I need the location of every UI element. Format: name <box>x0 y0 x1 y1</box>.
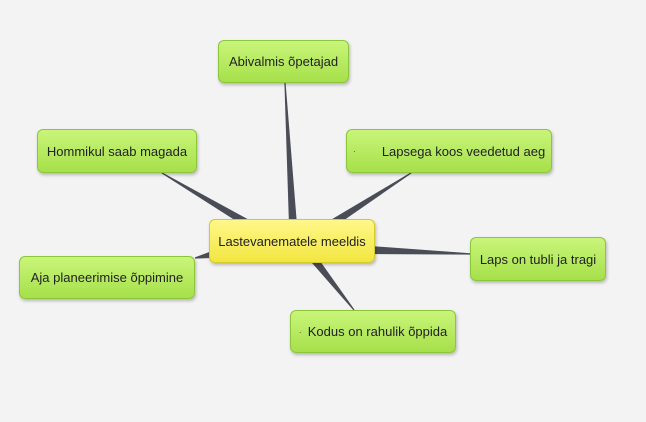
node-lapsega-koos[interactable]: · Lapsega koos veedetud aeg <box>346 129 552 173</box>
node-label: Kodus on rahulik õppida <box>307 324 448 339</box>
node-label: Lapsega koos veedetud aeg <box>381 143 546 159</box>
node-abivalmis-opetajad[interactable]: Abivalmis õpetajad <box>218 40 349 83</box>
connector-line <box>327 172 412 229</box>
connector-line <box>284 82 297 226</box>
center-node[interactable]: Lastevanematele meeldis <box>209 219 375 263</box>
node-aja-planeerimise[interactable]: Aja planeerimise õppimine <box>19 256 195 299</box>
bullet-icon: · <box>298 326 302 337</box>
center-label: Lastevanematele meeldis <box>218 233 366 249</box>
node-kodus-rahulik[interactable]: · Kodus on rahulik õppida <box>290 310 456 353</box>
bullet-icon: · <box>352 146 356 156</box>
connector-line <box>161 172 253 229</box>
node-label: Aja planeerimise õppimine <box>30 270 184 285</box>
node-label: Abivalmis õpetajad <box>228 54 339 69</box>
node-hommikul-saab-magada[interactable]: Hommikul saab magada <box>37 129 197 173</box>
node-laps-on-tubli[interactable]: Laps on tubli ja tragi <box>470 237 606 281</box>
node-label: Laps on tubli ja tragi <box>479 251 597 267</box>
connector-line <box>369 246 473 255</box>
connector-line <box>309 255 355 311</box>
node-label: Hommikul saab magada <box>46 143 188 159</box>
